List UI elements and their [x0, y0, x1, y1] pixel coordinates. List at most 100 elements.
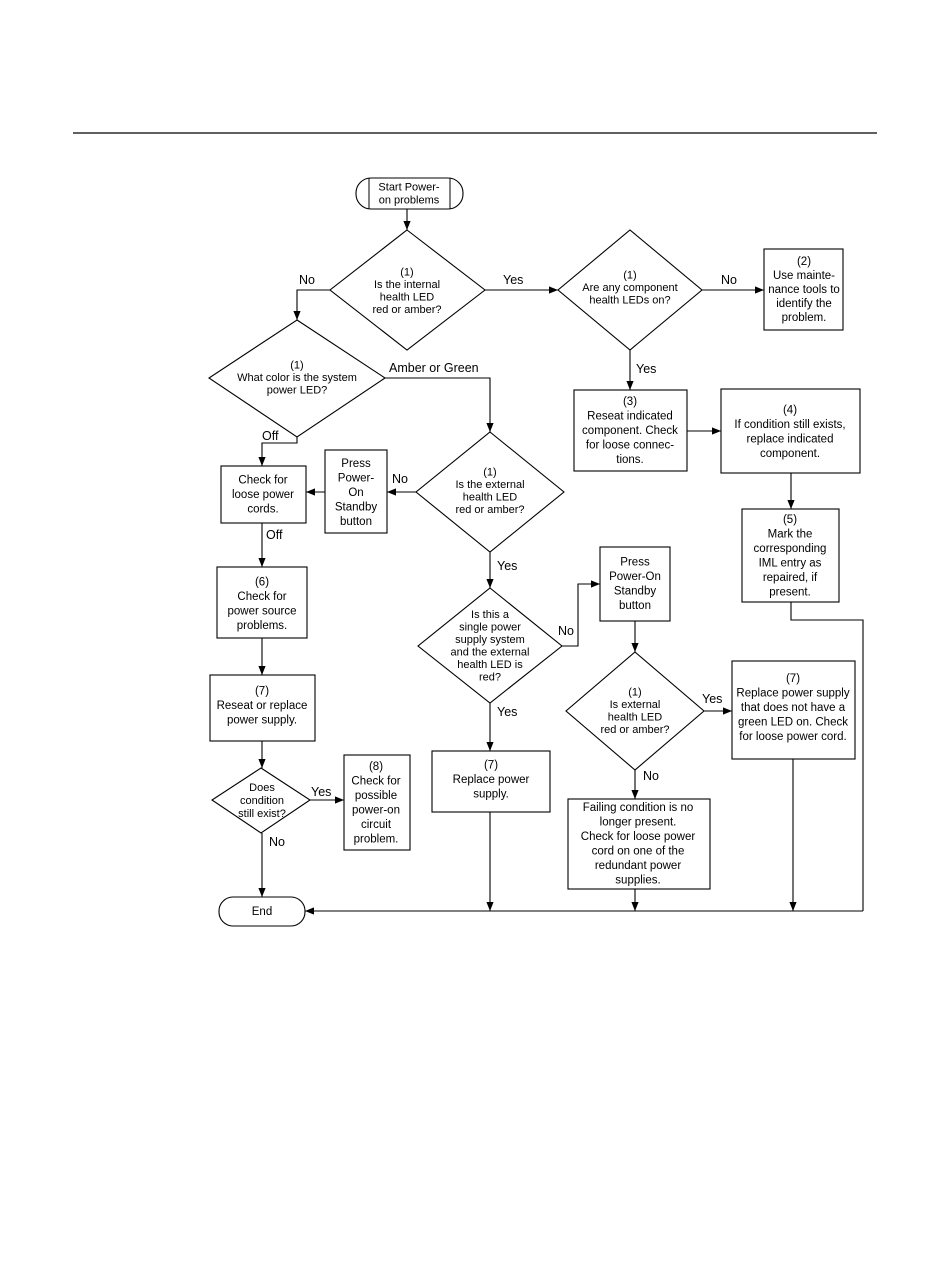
- node-text-line: (1): [290, 360, 303, 372]
- edge-label: No: [299, 273, 315, 287]
- box-reseat-psu: [209, 674, 316, 742]
- node-text-line: red or amber?: [455, 504, 524, 516]
- node-text-line: health LED: [463, 491, 517, 503]
- node-text-line: component.: [760, 448, 820, 460]
- node-text-line: Mark the: [768, 528, 813, 540]
- node-text-line: supply system: [455, 634, 525, 646]
- node-text-line: single power: [459, 621, 521, 633]
- edge-label: Yes: [702, 692, 722, 706]
- decision-condition-exists: [211, 767, 311, 834]
- node-text-line: Check for: [351, 775, 400, 787]
- decision-internal-led: [329, 229, 486, 351]
- node-text-line: Is the external: [455, 479, 524, 491]
- node-text-line: corresponding: [754, 543, 827, 555]
- box-check-circuit: [343, 754, 411, 851]
- node-text-line: red or amber?: [372, 304, 441, 316]
- edge-label: Yes: [503, 273, 523, 287]
- node-text-line: problem.: [354, 833, 399, 845]
- node-text-line: (7): [484, 760, 498, 772]
- edge-system-amber-green: [385, 377, 494, 432]
- box-check-power-source: [216, 566, 308, 639]
- node-text-line: Reseat or replace: [217, 700, 308, 712]
- node-text-line: Does: [249, 782, 275, 794]
- node-text-line: that does not have a: [741, 702, 846, 714]
- node-text-line: If condition still exists,: [734, 419, 845, 431]
- node-text-line: Is the internal: [374, 279, 440, 291]
- node-text-line: and the external: [451, 646, 530, 658]
- start-terminal: [355, 177, 464, 210]
- edge-mark-to-collector: [790, 602, 864, 911]
- node-text-line: Power-: [338, 473, 375, 485]
- edge-label: Off: [262, 429, 279, 443]
- node-text-line: on problems: [379, 195, 440, 207]
- node-text-line: repaired, if: [763, 572, 818, 584]
- node-text-start: Start Power-on problems: [378, 182, 439, 207]
- node-text-line: Start Power-: [378, 182, 439, 194]
- node-text-line: (5): [783, 514, 797, 526]
- node-text-line: Failing condition is no: [583, 802, 694, 814]
- node-text-line: Power-On: [609, 571, 661, 583]
- node-text-line: identify the: [776, 298, 832, 310]
- node-text-line: Check for: [237, 591, 286, 603]
- box-reseat-component: [573, 389, 688, 472]
- node-text-line: (8): [369, 761, 383, 773]
- node-text-line: supplies.: [615, 874, 660, 886]
- node-text-line: present.: [769, 586, 811, 598]
- node-text-line: still exist?: [238, 808, 286, 820]
- node-text-line: Are any component: [582, 282, 677, 294]
- node-text-line: replace indicated: [747, 433, 834, 445]
- node-text-line: tions.: [616, 454, 644, 466]
- node-text-line: Use mainte-: [773, 270, 835, 282]
- edge-label: Amber or Green: [389, 361, 479, 375]
- box-replace-psu: [431, 750, 551, 813]
- node-text-line: What color is the system: [237, 372, 357, 384]
- edge-label: No: [392, 472, 408, 486]
- node-text-line: cord on one of the: [592, 845, 685, 857]
- node-text-line: (3): [623, 396, 637, 408]
- box-failing-condition: [567, 798, 711, 890]
- node-text-line: problems.: [237, 620, 288, 632]
- node-text-line: power-on: [352, 804, 400, 816]
- node-text-line: (2): [797, 256, 811, 268]
- node-text-line: red or amber?: [600, 724, 669, 736]
- node-text-line: supply.: [473, 789, 509, 801]
- node-text-line: (7): [255, 686, 269, 698]
- edge-label: Yes: [497, 705, 517, 719]
- node-text-line: (7): [786, 673, 800, 685]
- node-text-line: button: [619, 600, 651, 612]
- edge-label: No: [269, 835, 285, 849]
- node-text-line: possible: [355, 790, 397, 802]
- edge-label: Yes: [636, 362, 656, 376]
- edge-label: Yes: [311, 785, 331, 799]
- node-text-line: Check for: [238, 475, 287, 487]
- node-text-line: Is this a: [471, 609, 510, 621]
- edges: [258, 209, 864, 915]
- node-text-line: for loose connec-: [586, 440, 674, 452]
- node-text-line: for loose power cord.: [739, 731, 846, 743]
- node-text-line: power supply.: [227, 715, 297, 727]
- box-replace-psu-green: [731, 660, 856, 760]
- node-text-line: (1): [400, 266, 413, 278]
- box-replace-component: [720, 388, 861, 474]
- edge-label: No: [643, 769, 659, 783]
- node-text-line: Reseat indicated: [587, 411, 673, 423]
- node-text-line: (1): [628, 686, 641, 698]
- node-text-line: Standby: [335, 502, 377, 514]
- node-text-end: End: [252, 906, 272, 918]
- edge-label: Off: [266, 528, 283, 542]
- edge-label: No: [558, 624, 574, 638]
- node-text-line: red?: [479, 671, 501, 683]
